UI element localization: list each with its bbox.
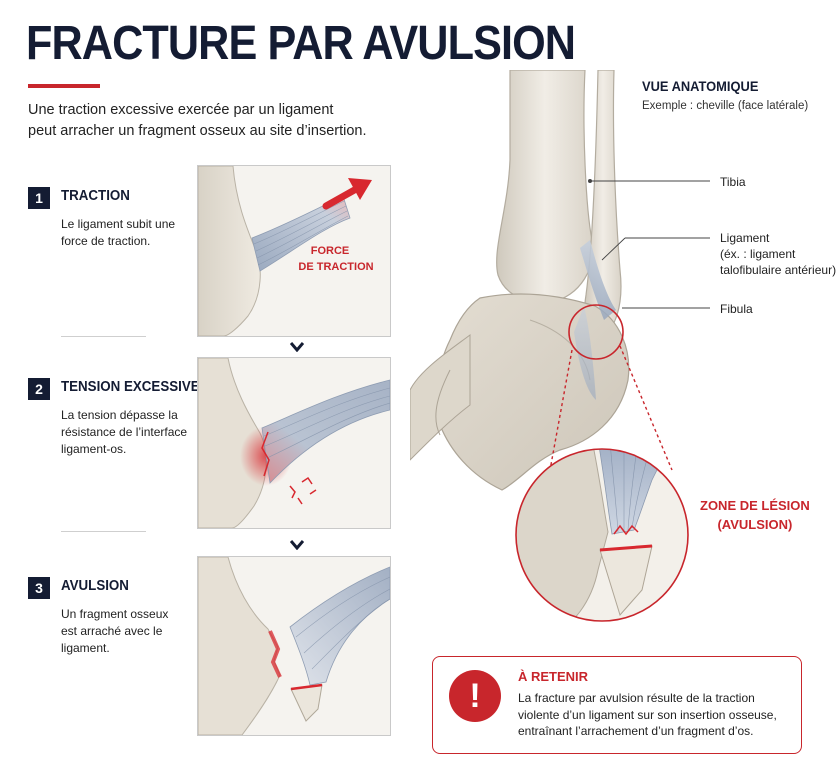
label-tibia: Tibia — [720, 175, 746, 189]
key-takeaway-title: À RETENIR — [518, 669, 589, 684]
step-description-1: Le ligament subit une force de traction. — [61, 216, 191, 250]
step-desc-line: résistance de l’interface — [61, 425, 188, 439]
callout-line: entraînant l’arrachement d’un fragment d… — [518, 724, 754, 738]
divider — [61, 336, 146, 337]
step-desc-line: Un fragment osseux — [61, 607, 169, 621]
intro-line: Une traction excessive exercée par un li… — [28, 102, 334, 118]
step-desc-line: force de traction. — [61, 234, 151, 248]
force-label-line: FORCE — [311, 245, 350, 257]
step-description-2: La tension dépasse la résistance de l’in… — [61, 407, 191, 458]
step-number-2: 2 — [28, 378, 50, 400]
chevron-down-icon — [290, 540, 304, 550]
step-desc-line: ligament. — [61, 641, 110, 655]
label-fibula: Fibula — [720, 302, 753, 316]
step-description-3: Un fragment osseux est arraché avec le l… — [61, 606, 191, 657]
traction-illustration: FORCE DE TRACTION — [197, 165, 391, 337]
ankle-anatomy-illustration — [410, 70, 710, 491]
step-desc-line: ligament-os. — [61, 442, 127, 456]
exclamation-icon: ! — [449, 670, 501, 722]
divider — [61, 531, 146, 532]
label-line: Ligament — [720, 231, 770, 245]
label-line: (éx. : ligament — [720, 247, 796, 261]
step-title-3: AVULSION — [61, 578, 129, 594]
label-ligament: Ligament (éx. : ligament talofibulaire a… — [720, 230, 836, 278]
intro-line: peut arracher un fragment osseux au site… — [28, 123, 367, 139]
zone-label-line: ZONE DE LÉSION — [700, 498, 810, 513]
intro-text: Une traction excessive exercée par un li… — [28, 100, 408, 142]
step-number-1: 1 — [28, 187, 50, 209]
zone-label-line: (AVULSION) — [717, 517, 793, 532]
title-underline — [28, 84, 100, 88]
callout-line: violente d’un ligament sur son insertion… — [518, 707, 777, 722]
step-desc-line: Le ligament subit une — [61, 217, 176, 231]
step-number-3: 3 — [28, 577, 50, 599]
key-takeaway-text: La fracture par avulsion résulte de la t… — [518, 690, 777, 740]
callout-line: La fracture par avulsion résulte de la t… — [518, 691, 755, 705]
step-title-1: TRACTION — [61, 188, 130, 204]
anatomy-title: VUE ANATOMIQUE — [642, 78, 759, 94]
anatomy-subtitle: Exemple : cheville (face latérale) — [642, 100, 809, 112]
chevron-down-icon — [290, 342, 304, 352]
step-desc-line: La tension dépasse la — [61, 408, 178, 422]
lesion-zoom-illustration — [515, 448, 689, 622]
label-line: talofibulaire antérieur) — [720, 263, 837, 277]
page-title: FRACTURE PAR AVULSION — [26, 17, 576, 70]
lesion-zone-label: ZONE DE LÉSION (AVULSION) — [700, 496, 810, 534]
step-title-2: TENSION EXCESSIVE — [61, 379, 200, 395]
force-label-line: DE TRACTION — [298, 261, 373, 273]
step-desc-line: est arraché avec le — [61, 624, 163, 638]
avulsion-illustration — [197, 556, 391, 736]
tension-illustration — [197, 357, 391, 529]
